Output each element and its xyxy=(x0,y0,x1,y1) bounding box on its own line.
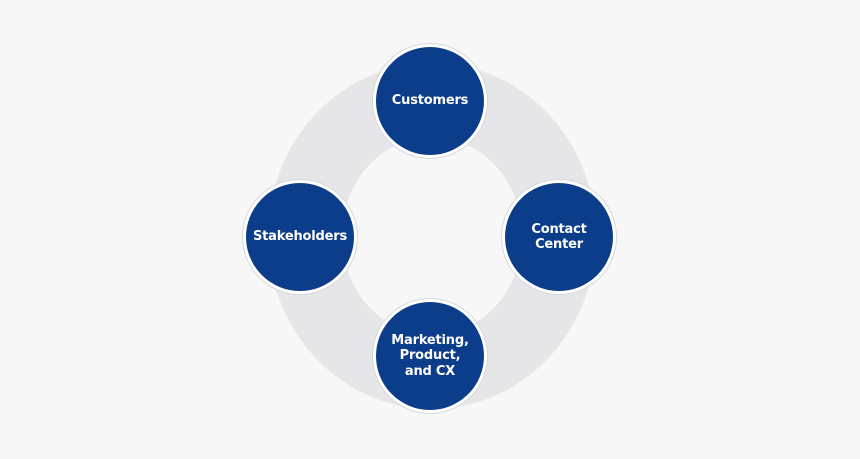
node-marketing-product-cx: Marketing, Product, and CX xyxy=(373,299,487,413)
node-marketing-product-cx-label: Marketing, Product, and CX xyxy=(391,332,469,379)
node-contact-center-label: Contact Center xyxy=(531,221,587,253)
node-customers-label: Customers xyxy=(391,93,469,109)
node-contact-center: Contact Center xyxy=(502,180,616,294)
node-customers: Customers xyxy=(373,44,487,158)
node-stakeholders-label: Stakeholders xyxy=(253,229,347,245)
node-stakeholders: Stakeholders xyxy=(243,180,357,294)
